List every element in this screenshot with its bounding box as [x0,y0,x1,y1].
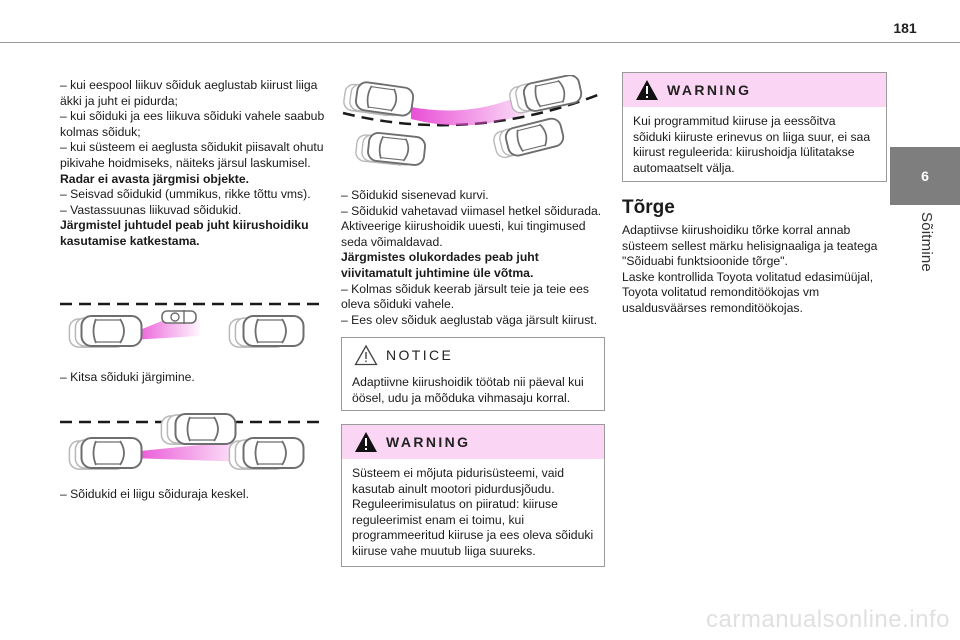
paragraph: – kui eespool liikuv sõiduk aeglustab ki… [60,78,318,108]
header-rule [0,42,960,43]
narrow-vehicle-illustration [60,302,325,348]
paragraph: – Sõidukid vahetavad viimasel hetkel sõi… [341,203,602,218]
warning-triangle-icon [636,80,658,100]
car-icon [366,131,427,167]
car-icon [242,315,305,347]
figure-caption: – Kitsa sõiduki järgimine. [60,370,195,384]
warning-text: Kui programmitud kiiruse ja eessõitva sõ… [633,114,871,175]
radar-beam [411,85,545,126]
column-2-text: – Sõidukid sisenevad kurvi. – Sõidukid v… [341,188,604,328]
paragraph: – kui süsteem ei aeglusta sõidukit piisa… [60,140,324,170]
warning-header: WARNING [623,73,886,107]
section-title: Tõrge [622,197,675,218]
warning-header: WARNING [342,425,604,459]
notice-triangle-icon [354,345,378,366]
paragraph: – Vastassuunas liikuvad sõidukid. [60,202,242,217]
warning-triangle-icon [355,432,377,452]
own-car-icon [80,315,143,347]
radar-beam [130,440,250,462]
paragraph: Adaptiivse kiirushoidiku tõrke korral an… [622,223,878,269]
warning-box: WARNING Kui programmitud kiiruse ja eess… [622,72,887,182]
notice-header: NOTICE [342,338,604,372]
motorcycle-icon [161,310,197,324]
paragraph: – kui sõiduki ja ees liikuva sõiduki vah… [60,109,325,139]
notice-text: Adaptiivne kiirushoidik töötab nii päeva… [352,375,584,405]
car-icon [521,75,584,114]
notice-box: NOTICE Adaptiivne kiirushoidik töötab ni… [341,337,605,411]
paragraph-heading: Järgmistes olukordades peab juht viivita… [341,250,539,280]
chapter-tab[interactable]: 6 [890,147,960,205]
figure-caption: – Sõidukid ei liigu sõiduraja keskel. [60,487,250,501]
notice-title: NOTICE [386,347,454,363]
column-3-text: Adaptiivse kiirushoidiku tõrke korral an… [622,223,884,317]
watermark: carmanualsonline.info [706,606,950,633]
own-car-icon [80,437,143,469]
off-center-vehicle-illustration [60,413,325,470]
paragraph: Laske kontrollida Toyota volitatud edasi… [622,269,874,315]
paragraph: – Kolmas sõiduk keerab järsult teie ja t… [341,281,589,312]
paragraph-heading: Radar ei avasta järgmisi objekte. [60,171,249,186]
column-1-text: – kui eespool liikuv sõiduk aeglustab ki… [60,78,328,250]
warning-title: WARNING [386,434,471,450]
paragraph: – Ees olev sõiduk aeglustab väga järsult… [341,312,598,327]
warning-box: WARNING Süsteem ei mõjuta pidurisüsteemi… [341,424,605,567]
warning-text: Süsteem ei mõjuta pidurisüsteemi, vaid k… [352,466,594,558]
curve-illustration [342,75,604,167]
car-icon [502,115,567,159]
paragraph: – Seisvad sõidukid (ummikus, rikke tõttu… [60,187,311,202]
paragraph-heading: Järgmistel juhtudel peab juht kiirushoid… [60,218,309,248]
car-icon [242,437,305,469]
paragraph: – Sõidukid sisenevad kurvi. [341,188,489,202]
paragraph: Aktiveerige kiirushoidik uuesti, kui tin… [341,219,586,249]
warning-title: WARNING [667,82,752,98]
chapter-label: Sõitmine [918,212,935,272]
car-icon [174,413,237,445]
page-number: 181 [893,20,917,36]
